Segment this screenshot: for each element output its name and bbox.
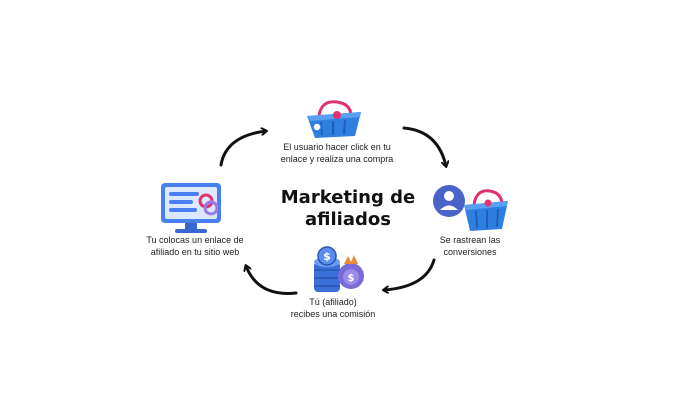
svg-text:$: $ [323, 250, 331, 263]
step-label-line: enlace y realiza una compra [280, 154, 394, 164]
title-line-1: Marketing de [280, 187, 416, 208]
step-label-line: Tu colocas un enlace de [146, 235, 244, 245]
step-label-bottom: Tú (afiliado) recibes una comisión [278, 296, 388, 320]
diagram-title: Marketing de afiliados [248, 187, 448, 231]
step-label-line: Tú (afiliado) [309, 297, 357, 307]
arrow-top-to-right [402, 126, 446, 166]
title-line-2: afiliados [305, 209, 391, 230]
arrow-right-to-bottom [384, 258, 436, 290]
arrow-bottom-to-left [246, 266, 298, 295]
user-basket-icon [433, 185, 508, 231]
step-label-line: conversiones [443, 247, 497, 257]
arrow-left-to-top [219, 131, 266, 167]
step-label-line: afiliado en tu sitio web [150, 247, 240, 257]
step-label-left: Tu colocas un enlace de afiliado en tu s… [140, 234, 250, 258]
step-label-line: Se rastrean las [439, 235, 501, 245]
step-label-right: Se rastrean las conversiones [420, 234, 520, 258]
step-label-line: recibes una comisión [290, 309, 376, 319]
shopping-basket-icon [307, 100, 361, 138]
step-label-line: El usuario hacer click en tu [283, 142, 391, 152]
step-label-top: El usuario hacer click en tu enlace y re… [268, 141, 406, 165]
svg-text:$: $ [348, 273, 355, 284]
monitor-link-icon [161, 183, 221, 233]
coins-icon: $ $ [314, 246, 364, 292]
